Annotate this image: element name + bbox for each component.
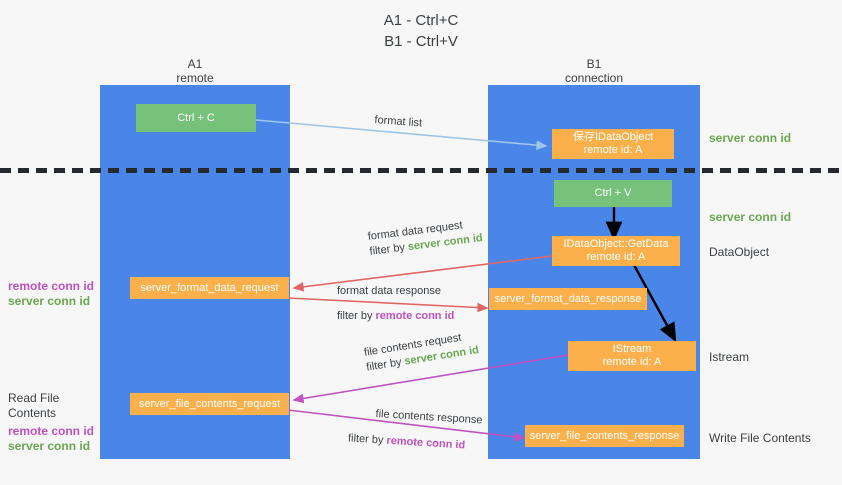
edge-label-format-data-request: format data request filter by server con… [367, 216, 484, 260]
label-server-conn-id-1: server conn id [8, 294, 91, 308]
title-line-1: A1 - Ctrl+C [383, 12, 459, 29]
edge-label-format-data-response-text: format data response [337, 285, 441, 297]
edge-label-file-contents-response-filter: filter by remote conn id [348, 431, 482, 454]
box-save-idataobject-title: 保存IDataObject [572, 131, 654, 143]
label-server-conn-id-top: server conn id [709, 131, 792, 145]
filter-prefix-1: filter by [368, 241, 409, 258]
edge-label-file-contents-response-text: file contents response [375, 407, 483, 427]
box-istream-title: IStream [612, 343, 652, 355]
column-a1-sub: remote [176, 71, 214, 85]
edge-label-format-data-response: format data response filter by remote co… [337, 284, 454, 324]
label-group-conn-ids-top: remote conn id server conn id [8, 279, 98, 309]
box-ctrl-v-label: Ctrl + V [594, 187, 632, 199]
edge-label-format-list: format list [374, 113, 423, 130]
column-a1-name: A1 [187, 57, 203, 71]
filter-prefix-4: filter by [347, 432, 387, 447]
box-ctrl-c[interactable]: Ctrl + C [136, 104, 256, 132]
filter-prefix-2: filter by [337, 310, 376, 322]
box-server-format-data-response[interactable]: server_format_data_response [489, 288, 647, 310]
box-server-file-contents-request-label: server_file_contents_request [138, 397, 281, 410]
box-istream[interactable]: IStream remote id: A [568, 341, 696, 371]
label-group-read-file-contents: Read File Contents remote conn id server… [8, 391, 103, 454]
box-idataobject-getdata[interactable]: IDataObject::GetData remote id: A [552, 236, 680, 266]
page-title: A1 - Ctrl+C B1 - Ctrl+V [0, 10, 842, 52]
box-server-format-data-response-label: server_format_data_response [494, 292, 642, 305]
label-istream: Istream [709, 350, 750, 364]
column-b1-sub: connection [564, 71, 624, 85]
box-getdata-remote-id: remote id: A [586, 251, 646, 263]
edge-label-file-contents-response: file contents response filter by remote … [348, 407, 483, 454]
box-save-idataobject-remote-id: remote id: A [583, 144, 643, 156]
label-read-file-contents: Read File Contents [8, 391, 60, 420]
filter-value-remote-conn-id-1: remote conn id [375, 310, 455, 322]
label-write-file-contents: Write File Contents [709, 431, 811, 445]
column-header-a1: A1 remote [100, 57, 290, 85]
filter-value-remote-conn-id-2: remote conn id [386, 434, 466, 452]
label-dataobject: DataObject [709, 245, 770, 259]
column-header-b1: B1 connection [488, 57, 700, 85]
box-server-format-data-request[interactable]: server_format_data_request [130, 277, 289, 299]
box-server-file-contents-response[interactable]: server_file_contents_response [525, 425, 684, 447]
edge-label-file-contents-request: file contents request filter by server c… [363, 328, 480, 375]
box-istream-remote-id: remote id: A [602, 356, 662, 368]
box-server-file-contents-request[interactable]: server_file_contents_request [130, 393, 289, 415]
label-server-conn-id-2: server conn id [8, 439, 91, 453]
label-remote-conn-id-1: remote conn id [8, 279, 95, 293]
column-b1-name: B1 [586, 57, 602, 71]
label-server-conn-id-mid: server conn id [709, 210, 792, 224]
label-remote-conn-id-2: remote conn id [8, 424, 95, 438]
box-ctrl-v[interactable]: Ctrl + V [554, 180, 672, 207]
box-save-idataobject[interactable]: 保存IDataObject remote id: A [552, 129, 674, 159]
box-ctrl-c-label: Ctrl + C [177, 111, 215, 124]
edge-label-format-data-response-filter: filter by remote conn id [337, 309, 454, 324]
title-line-2: B1 - Ctrl+V [384, 33, 458, 50]
box-server-file-contents-response-label: server_file_contents_response [529, 429, 680, 442]
divider-dashed-line [0, 168, 842, 173]
box-server-format-data-request-label: server_format_data_request [140, 281, 279, 294]
box-getdata-title: IDataObject::GetData [563, 238, 669, 250]
